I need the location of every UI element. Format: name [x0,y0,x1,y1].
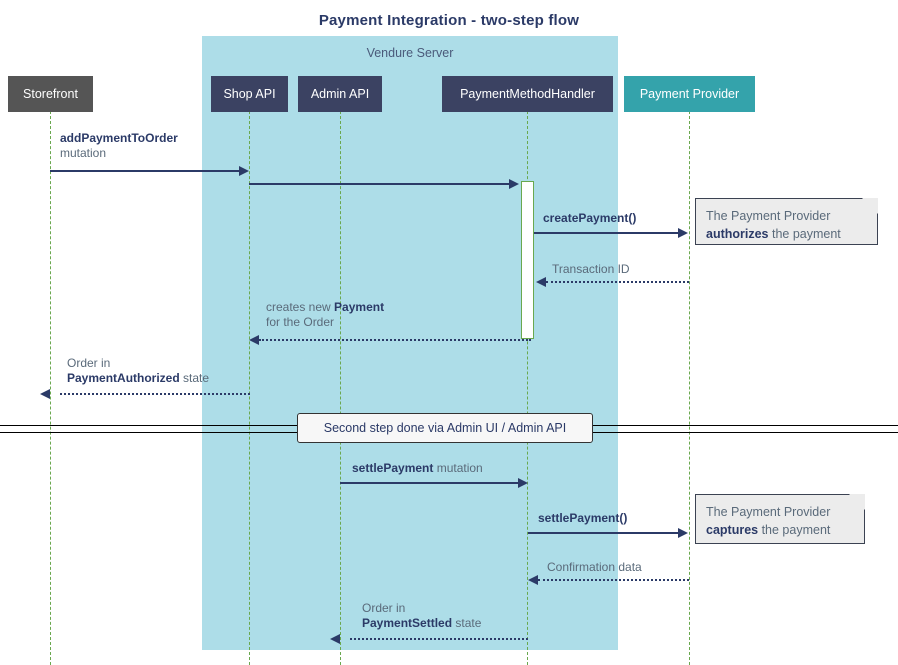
note-capture: The Payment Provider captures the paymen… [695,494,865,544]
actor-payment-method-handler[interactable]: PaymentMethodHandler [442,76,613,112]
message-label-m4: Transaction ID [552,262,630,277]
note-authorize: The Payment Provider authorizes the paym… [695,198,878,245]
message-label-m7-rest: mutation [433,461,483,475]
actor-label-admin-api: Admin API [310,87,370,101]
divider-label: Second step done via Admin UI / Admin AP… [323,421,567,435]
activation-payment-method-handler [521,181,534,339]
message-label-m5-bold: Payment [334,300,385,314]
message-arrowhead-m4 [536,277,546,287]
note-authorize-bold: authorizes [706,227,769,241]
message-arrow-m2 [249,183,510,185]
message-label-m6-line1: Order in [67,356,111,370]
message-label-m10-line1: Order in [362,601,406,615]
message-arrow-m6 [60,393,250,395]
actor-admin-api[interactable]: Admin API [298,76,382,112]
message-label-m8-bold: settlePayment() [538,511,628,525]
message-arrowhead-m7 [518,478,528,488]
actor-payment-provider[interactable]: Payment Provider [624,76,755,112]
message-label-m3-bold: createPayment() [543,211,637,225]
actor-label-storefront: Storefront [23,87,78,101]
message-label-m1-bold: addPaymentToOrder [60,131,178,145]
message-arrowhead-m8 [678,528,688,538]
actor-label-shop-api: Shop API [223,87,276,101]
message-label-m10: Order in PaymentSettled state [362,601,481,631]
message-label-m4-rest: Transaction ID [552,262,630,276]
message-label-m8: settlePayment() [538,511,627,526]
message-arrow-m9 [538,579,689,581]
message-arrowhead-m9 [528,575,538,585]
message-arrowhead-m1 [239,166,249,176]
note-capture-line1: The Payment Provider [706,505,831,519]
note-authorize-line1: The Payment Provider [706,209,831,223]
message-label-m6: Order in PaymentAuthorized state [67,356,209,386]
note-capture-bold: captures [706,523,759,537]
message-arrow-m10 [350,638,528,640]
message-arrowhead-m3 [678,228,688,238]
message-label-m9-rest: Confirmation data [547,560,642,574]
lifeline-admin-api [340,111,341,665]
message-arrow-m3 [534,232,679,234]
message-arrowhead-m10 [330,634,340,644]
message-label-m7-bold: settlePayment [352,461,434,475]
message-label-m10-bold: PaymentSettled [362,616,453,630]
lifeline-payment-method-handler [527,111,528,665]
group-vendure-server: Vendure Server [202,36,618,650]
message-label-m1-rest: mutation [60,146,107,160]
message-arrow-m4 [546,281,689,283]
message-arrow-m8 [528,532,679,534]
message-label-m6-bold: PaymentAuthorized [67,371,180,385]
lifeline-storefront [50,111,51,665]
divider-box: Second step done via Admin UI / Admin AP… [297,413,593,443]
note-fold-corner-capture [849,494,865,510]
message-label-m1: addPaymentToOrder mutation [60,131,178,161]
actor-storefront[interactable]: Storefront [8,76,93,112]
message-label-m6-rest: state [179,371,210,385]
message-arrow-m7 [340,482,520,484]
message-label-m10-rest: state [452,616,482,630]
note-capture-rest: the payment [758,523,831,537]
lifeline-payment-provider [689,111,690,665]
message-label-m7: settlePayment mutation [352,461,483,476]
lifeline-shop-api [249,111,250,665]
message-arrow-m5 [259,339,531,341]
message-label-m9: Confirmation data [547,560,642,575]
message-label-m5: creates new Payment for the Order [266,300,384,330]
note-fold-corner-authorize [862,198,878,214]
message-label-m3: createPayment() [543,211,636,226]
message-arrowhead-m5 [249,335,259,345]
group-label: Vendure Server [366,46,454,60]
actor-label-payment-method-handler: PaymentMethodHandler [460,87,595,101]
actor-shop-api[interactable]: Shop API [211,76,288,112]
message-arrow-m1 [50,170,241,172]
page-title: Payment Integration - two-step flow [318,12,580,29]
message-arrowhead-m6 [40,389,50,399]
message-label-m5-pre: creates new [266,300,335,314]
actor-label-payment-provider: Payment Provider [639,87,740,101]
note-authorize-rest: the payment [768,227,841,241]
message-arrowhead-m2 [509,179,519,189]
message-label-m5-line2: for the Order [266,315,335,329]
